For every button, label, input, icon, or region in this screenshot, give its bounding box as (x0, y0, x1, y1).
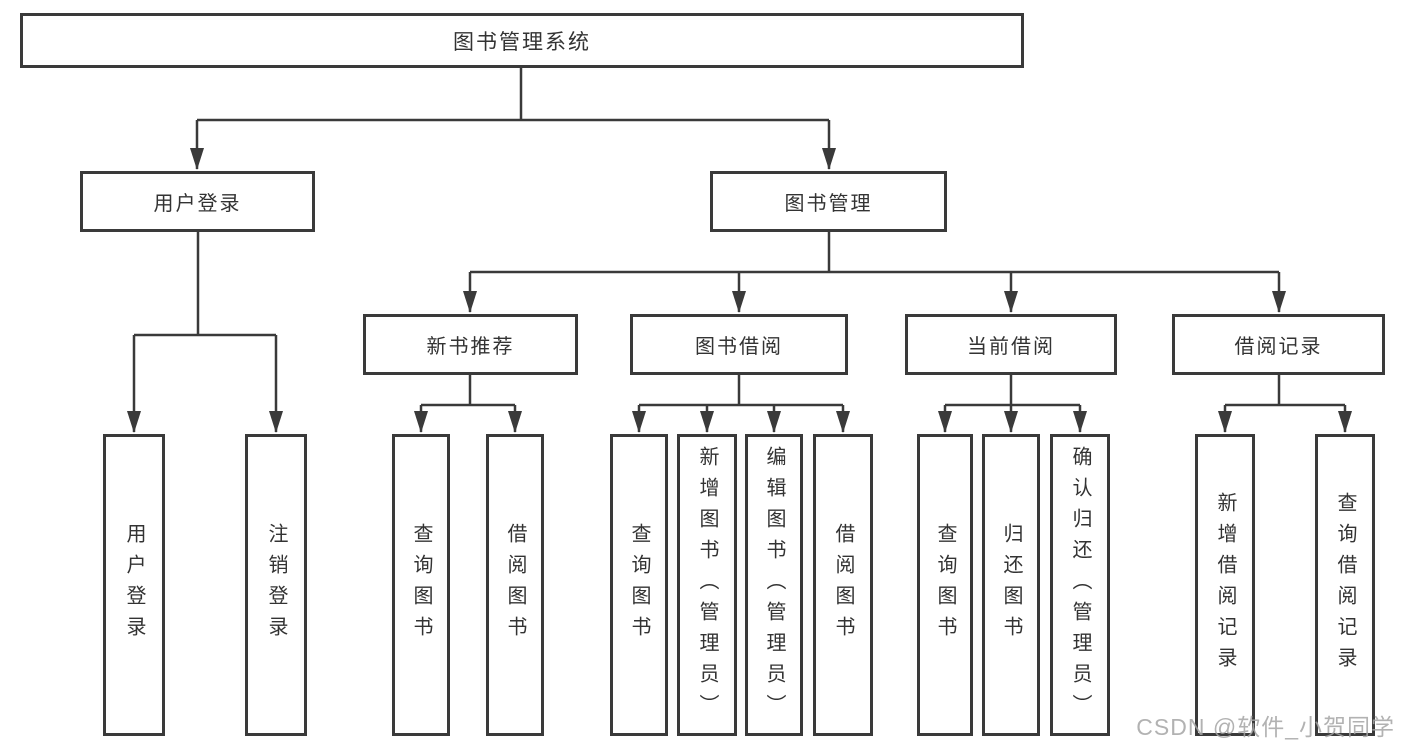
node-book-borrow: 图书借阅 (630, 314, 848, 375)
leaf-cb-confirm-return-admin: 确认归还（管理员） (1050, 434, 1110, 736)
leaf-cb-query-books: 查询图书 (917, 434, 973, 736)
leaf-bb-query-books-label: 查询图书 (628, 523, 650, 647)
leaf-br-query-record-label: 查询借阅记录 (1334, 492, 1356, 678)
leaf-bb-query-books: 查询图书 (610, 434, 668, 736)
leaf-nb-borrow-books-label: 借阅图书 (504, 523, 526, 647)
leaf-bb-edit-books-admin: 编辑图书（管理员） (745, 434, 803, 736)
node-borrow-records: 借阅记录 (1172, 314, 1385, 375)
leaf-bb-add-books-admin-label: 新增图书（管理员） (696, 445, 718, 725)
leaf-nb-borrow-books: 借阅图书 (486, 434, 544, 736)
connector-user-login-to-leaves (127, 232, 283, 433)
leaf-cb-query-books-label: 查询图书 (934, 523, 956, 647)
connector-current-borrow-to-leaves (938, 375, 1087, 433)
connector-borrow-records-to-leaves (1218, 375, 1352, 433)
leaf-user-login-label: 用户登录 (123, 523, 145, 647)
connector-new-books-to-leaves (414, 375, 522, 433)
leaf-br-query-record: 查询借阅记录 (1315, 434, 1375, 736)
node-new-book-recommend: 新书推荐 (363, 314, 578, 375)
connector-book-mgmt-to-level3 (463, 232, 1286, 313)
leaf-cb-return-books: 归还图书 (982, 434, 1040, 736)
node-root-system: 图书管理系统 (20, 13, 1024, 68)
leaf-cb-return-books-label: 归还图书 (1000, 523, 1022, 647)
leaf-logout-label: 注销登录 (265, 523, 287, 647)
node-current-borrow: 当前借阅 (905, 314, 1117, 375)
leaf-bb-borrow-books: 借阅图书 (813, 434, 873, 736)
leaf-br-add-record: 新增借阅记录 (1195, 434, 1255, 736)
connector-book-borrow-to-leaves (632, 375, 850, 433)
leaf-bb-edit-books-admin-label: 编辑图书（管理员） (763, 445, 785, 725)
leaf-logout: 注销登录 (245, 434, 307, 736)
leaf-cb-confirm-return-admin-label: 确认归还（管理员） (1069, 445, 1091, 725)
node-user-login: 用户登录 (80, 171, 315, 232)
leaf-bb-add-books-admin: 新增图书（管理员） (677, 434, 737, 736)
leaf-nb-query-books: 查询图书 (392, 434, 450, 736)
leaf-user-login: 用户登录 (103, 434, 165, 736)
connector-root-to-level2 (190, 68, 836, 170)
csdn-watermark: CSDN @软件_小贺同学 (1136, 714, 1395, 740)
leaf-br-add-record-label: 新增借阅记录 (1214, 492, 1236, 678)
node-book-management: 图书管理 (710, 171, 947, 232)
leaf-nb-query-books-label: 查询图书 (410, 523, 432, 647)
leaf-bb-borrow-books-label: 借阅图书 (832, 523, 854, 647)
